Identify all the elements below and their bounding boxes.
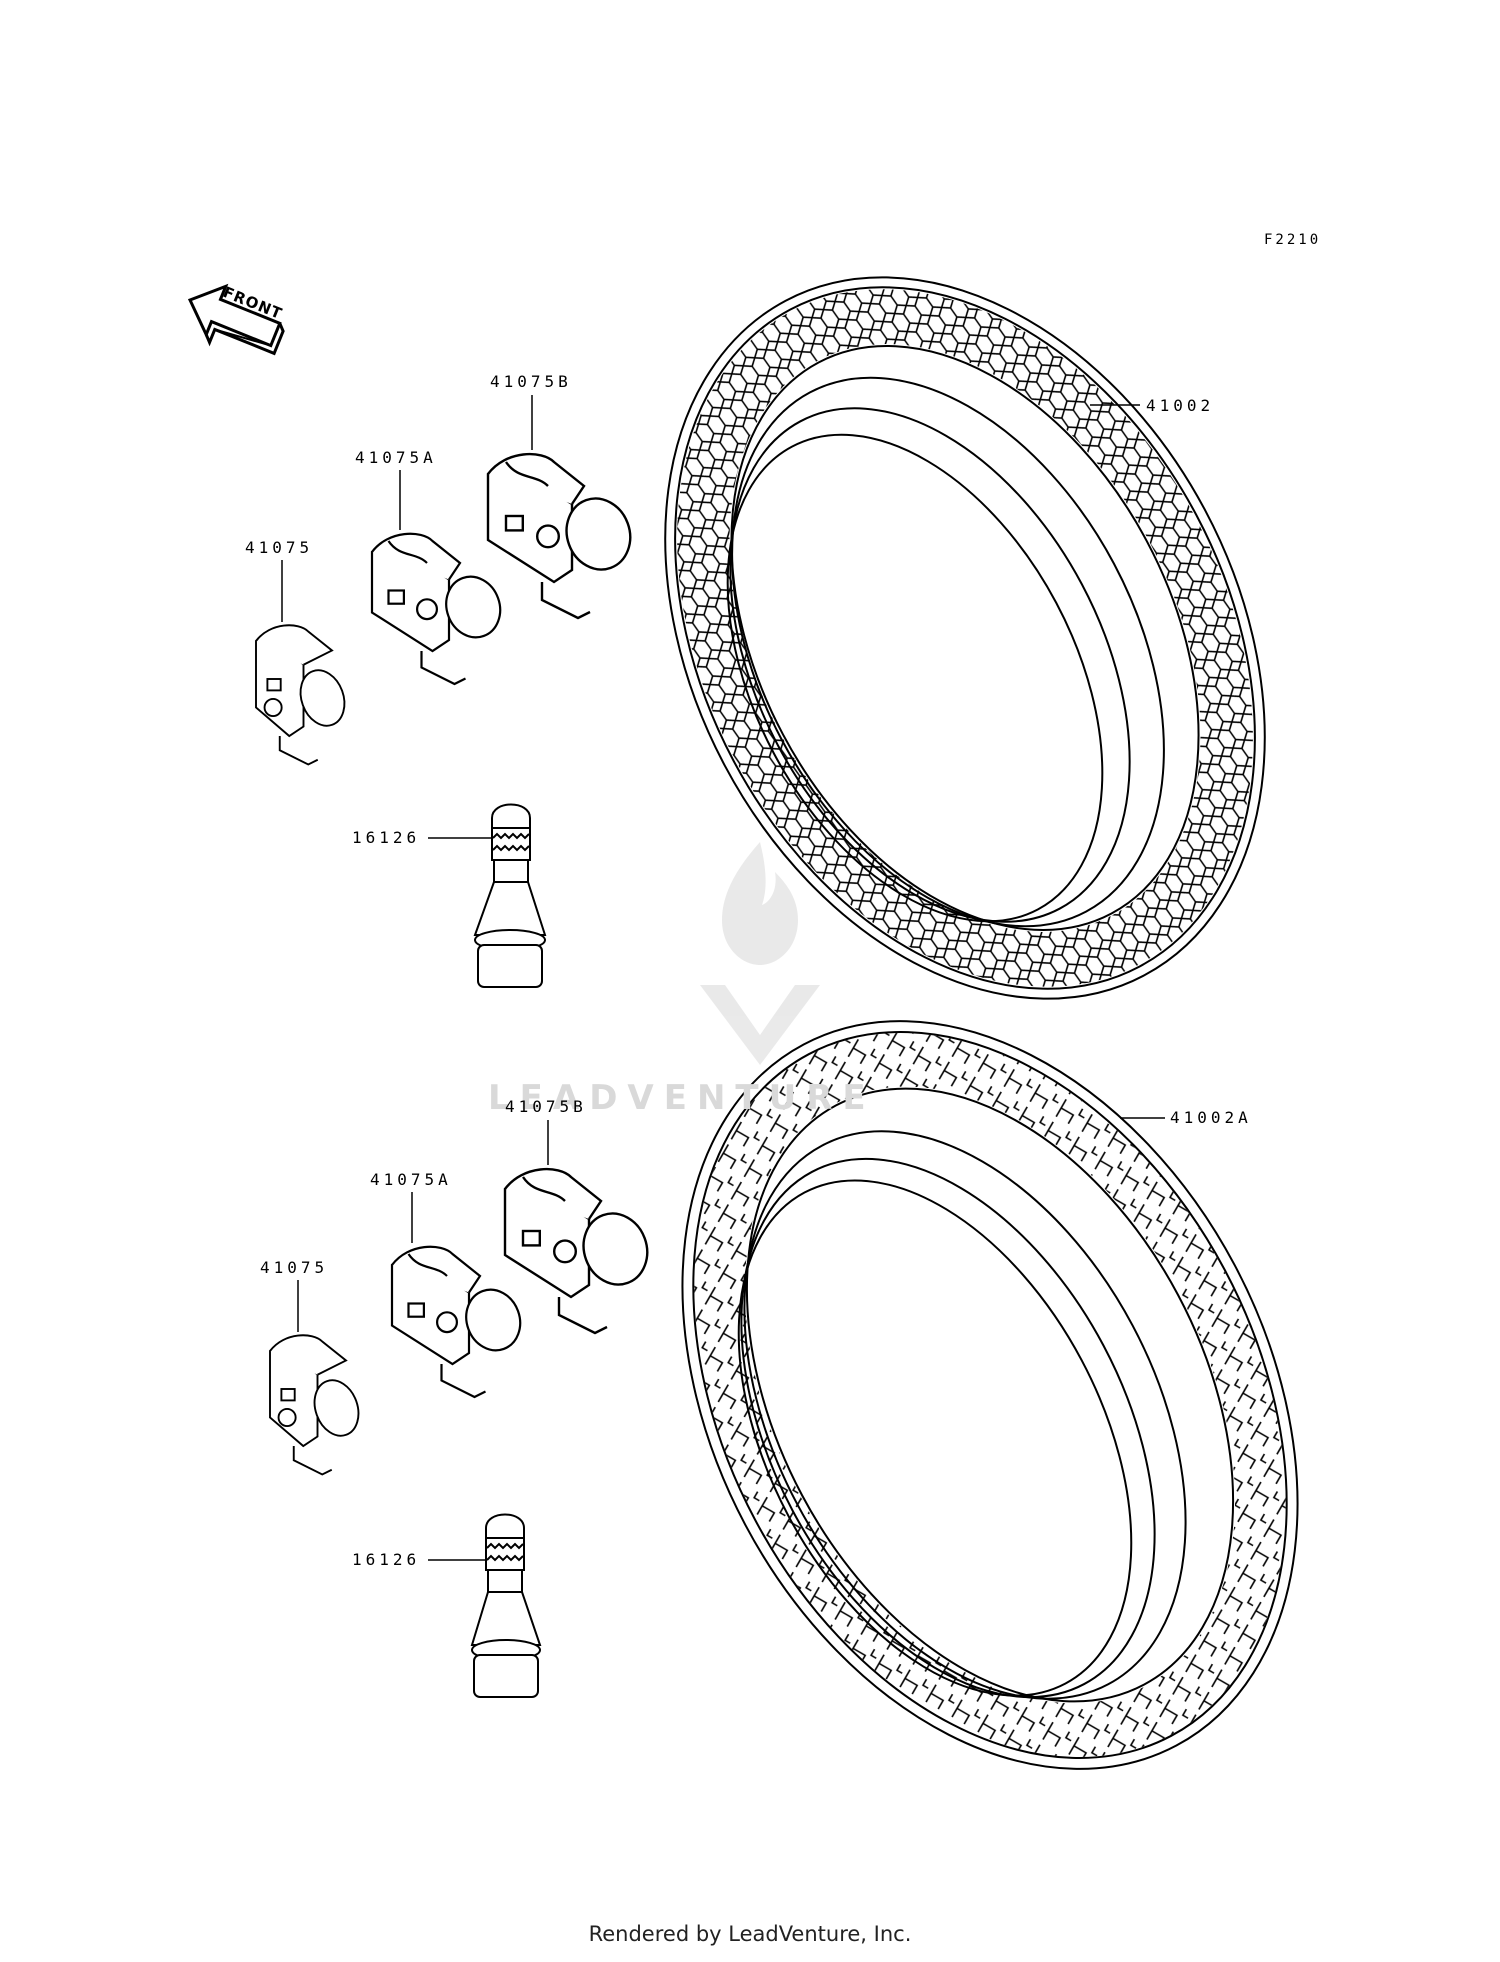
diagram-code: F2210 [1264, 232, 1322, 248]
label-41075a-lower: 41075A [370, 1170, 452, 1189]
label-41075-upper: 41075 [245, 538, 314, 557]
label-41002: 41002 [1146, 396, 1215, 415]
valve-stem-16126-lower [470, 1513, 542, 1698]
front-arrow-label: FRONT [221, 283, 286, 323]
wheel-weight-41075-lower [269, 1334, 360, 1476]
leader-lines [281, 395, 1165, 1561]
label-41075-lower: 41075 [260, 1258, 329, 1277]
wheel-weight-41075b-upper [486, 452, 632, 620]
label-41075b-upper: 41075B [490, 372, 572, 391]
watermark-text: LEADVENTURE [488, 1078, 876, 1118]
wheel-weight-41075-upper [255, 624, 346, 766]
label-16126-lower: 16126 [352, 1550, 421, 1569]
wheel-weight-41075a-lower [390, 1245, 522, 1399]
label-16126-upper: 16126 [352, 828, 421, 847]
footer-credit: Rendered by LeadVenture, Inc. [588, 1922, 912, 1946]
valve-stem-16126-upper [473, 803, 547, 988]
label-41075a-upper: 41075A [355, 448, 437, 467]
label-41002a: 41002A [1170, 1108, 1252, 1127]
wheel-weight-41075b-lower [503, 1167, 649, 1335]
wheel-weight-41075a-upper [370, 532, 502, 686]
label-41075b-lower: 41075B [505, 1097, 587, 1116]
